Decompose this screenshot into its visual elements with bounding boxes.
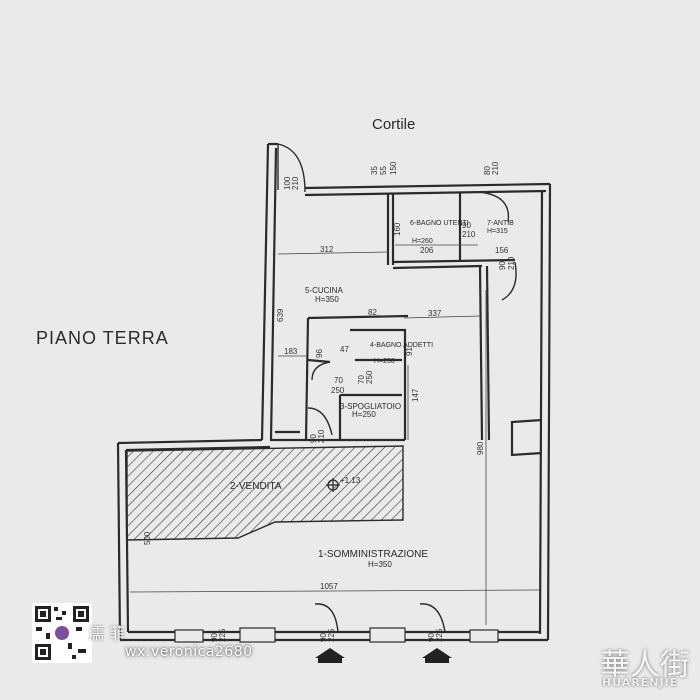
dim-147: 147	[411, 388, 420, 402]
room-1-height: H=350	[368, 560, 392, 569]
courtyard-label: Cortile	[372, 116, 415, 133]
dim-1057: 1057	[320, 582, 338, 591]
dim-210: 210	[291, 176, 300, 190]
elevation-symbol	[326, 478, 340, 492]
dim-100: 100	[283, 176, 292, 190]
dim-639: 639	[276, 308, 285, 322]
dim-337: 337	[428, 309, 442, 318]
room-6-height: H=260	[412, 238, 433, 245]
watermark-chinese: 濡 菲	[88, 624, 126, 643]
door-swings	[277, 143, 517, 633]
dim-90-b: 90	[498, 261, 507, 270]
dim-160: 160	[393, 222, 402, 236]
dim-150: 150	[389, 161, 398, 175]
room-5-name: 5-CUCINA	[305, 286, 343, 295]
room-7-name: 7-ANTIB	[487, 220, 514, 227]
dim-500: 500	[143, 531, 152, 545]
dim-80: 80	[483, 166, 492, 175]
dim-90-d: 90	[210, 633, 219, 642]
dim-210-e: 210	[317, 429, 326, 443]
dimension-lines	[129, 244, 541, 625]
dim-250: 250	[331, 386, 345, 395]
dim-225-c: 225	[435, 628, 444, 642]
dim-225: 225	[218, 628, 227, 642]
vendita-hatch	[126, 445, 404, 541]
room-5-height: H=350	[315, 295, 339, 304]
qr-code-icon	[32, 603, 92, 663]
room-4-height: H=250	[374, 358, 395, 365]
dim-210-d: 210	[507, 256, 516, 270]
dim-225-b: 225	[327, 628, 336, 642]
room-1-name: 1-SOMMINISTRAZIONE	[318, 549, 428, 560]
dim-250-b: 250	[365, 370, 374, 384]
dim-90-f: 90	[427, 633, 436, 642]
watermark-wechat: wx:veronica2680	[125, 644, 253, 660]
dim-156: 156	[495, 246, 509, 255]
room-3-name: 3-SPOGLIATOIO	[340, 402, 401, 411]
dim-35: 35	[370, 166, 379, 175]
entrance-arrows	[315, 648, 452, 663]
room-4-name: 4-BAGNO ADDETTI	[370, 342, 433, 349]
room-3-height: H=250	[352, 410, 376, 419]
dim-980: 980	[476, 441, 485, 455]
elevation-value: +1.13	[340, 476, 361, 485]
room-6-name: 6-BAGNO UTENTI	[410, 220, 469, 227]
watermark-brand-cn: 華人街	[600, 648, 690, 683]
dim-90-c: 90	[309, 434, 318, 443]
dim-206: 206	[420, 246, 434, 255]
dim-55: 55	[379, 166, 388, 175]
room-2-name: 2-VENDITA	[230, 481, 282, 492]
dim-47: 47	[340, 345, 349, 354]
plan-title: PIANO TERRA	[36, 328, 169, 348]
dim-91: 91	[405, 347, 414, 356]
room-7-height: H=315	[487, 228, 508, 235]
dim-312: 312	[320, 245, 334, 254]
dim-210-c: 210	[462, 230, 476, 239]
dim-90-e: 90	[319, 633, 328, 642]
dim-70-b: 70	[357, 375, 366, 384]
dim-210-b: 210	[491, 161, 500, 175]
openings	[174, 627, 499, 643]
watermark-brand: HUARENJIE	[602, 676, 679, 689]
dim-70: 70	[334, 376, 343, 385]
dim-90: 90	[462, 221, 471, 230]
dim-82: 82	[368, 308, 377, 317]
dim-183: 183	[284, 347, 298, 356]
dim-96: 96	[315, 349, 324, 358]
